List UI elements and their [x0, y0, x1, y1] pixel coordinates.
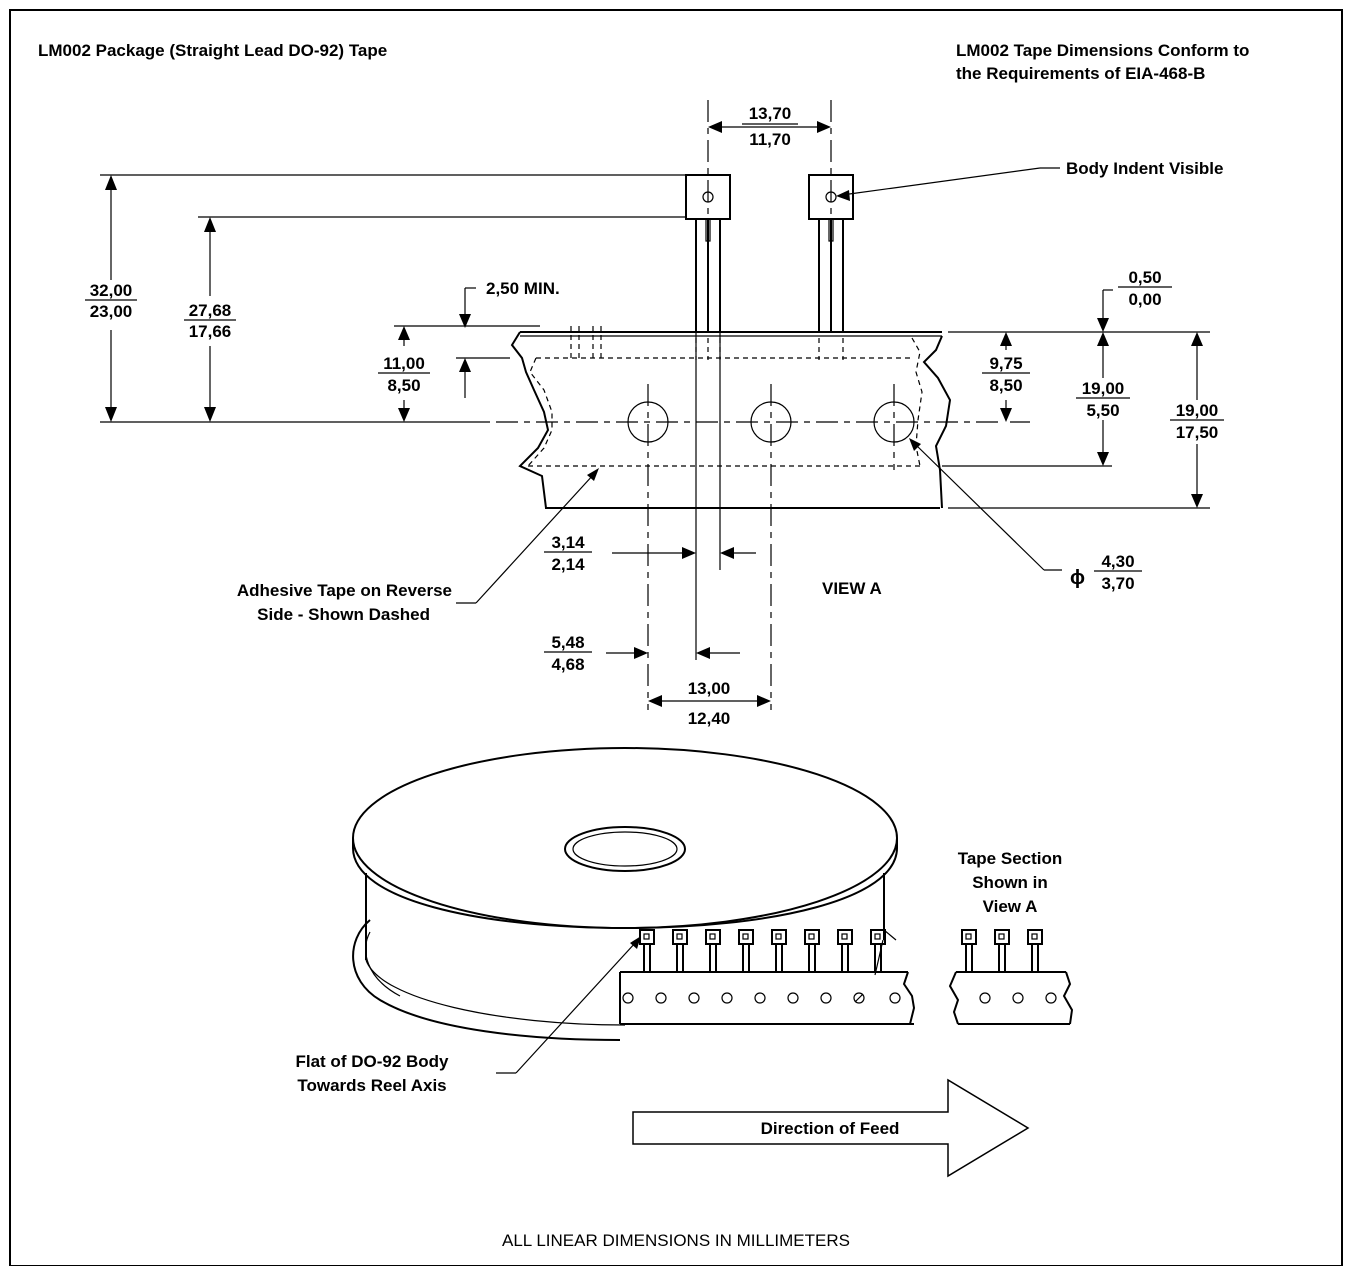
svg-text:Side - Shown Dashed: Side - Shown Dashed	[257, 605, 430, 624]
svg-text:2,50 MIN.: 2,50 MIN.	[486, 279, 560, 298]
callout-adhesive-tape: Adhesive Tape on Reverse Side - Shown Da…	[237, 468, 599, 624]
carrier-tape	[510, 331, 1210, 509]
svg-text:27,68: 27,68	[189, 301, 232, 320]
svg-text:8,50: 8,50	[387, 376, 420, 395]
callout-flat-body: Flat of DO-92 Body Towards Reel Axis	[295, 936, 641, 1095]
centerlines	[496, 100, 1000, 710]
tape-lead-stubs	[570, 326, 602, 358]
svg-text:0,00: 0,00	[1128, 290, 1161, 309]
svg-text:17,50: 17,50	[1176, 423, 1219, 442]
dim-tape-top-offset: 0,50 0,00	[1097, 268, 1172, 332]
svg-text:8,50: 8,50	[989, 376, 1022, 395]
svg-text:Body Indent Visible: Body Indent Visible	[1066, 159, 1223, 178]
callout-body-indent: Body Indent Visible	[836, 159, 1223, 201]
footer-note: ALL LINEAR DIMENSIONS IN MILLIMETERS	[502, 1231, 850, 1250]
view-a-label: VIEW A	[822, 579, 882, 598]
svg-text:2,14: 2,14	[551, 555, 585, 574]
svg-text:ϕ: ϕ	[1070, 567, 1085, 589]
svg-text:View A: View A	[983, 897, 1038, 916]
dim-lead-spacing: 3,14 2,14	[544, 533, 756, 574]
svg-text:5,48: 5,48	[551, 633, 584, 652]
svg-text:12,40: 12,40	[688, 709, 731, 728]
svg-text:11,70: 11,70	[749, 130, 791, 149]
svg-text:13,00: 13,00	[688, 679, 731, 698]
svg-text:5,50: 5,50	[1086, 401, 1119, 420]
dim-hole-from-top: 9,75 8,50	[982, 332, 1030, 422]
svg-text:3,70: 3,70	[1101, 574, 1134, 593]
tape-section-view-a: Tape Section Shown in View A	[948, 849, 1074, 1025]
svg-text:Tape Section: Tape Section	[958, 849, 1063, 868]
svg-text:19,00: 19,00	[1176, 401, 1219, 420]
svg-text:Flat of DO-92 Body: Flat of DO-92 Body	[295, 1052, 449, 1071]
svg-text:Adhesive Tape on Reverse: Adhesive Tape on Reverse	[237, 581, 452, 600]
svg-text:0,50: 0,50	[1128, 268, 1161, 287]
dim-tape-width: 19,00 17,50	[1170, 332, 1224, 508]
dim-adhesive-width: 19,00 5,50	[1076, 332, 1130, 466]
svg-text:4,30: 4,30	[1101, 552, 1134, 571]
svg-text:19,00: 19,00	[1082, 379, 1125, 398]
dim-overall-height: 32,00 23,00	[82, 175, 140, 422]
title-right-line-2: the Requirements of EIA-468-B	[956, 64, 1205, 83]
svg-text:23,00: 23,00	[90, 302, 133, 321]
dim-body-base-height: 27,68 17,66	[180, 217, 240, 422]
dim-hole-pitch: 13,00 12,40	[648, 679, 771, 728]
svg-text:32,00: 32,00	[90, 281, 133, 300]
dim-lead-pitch: 13,70 11,70	[708, 104, 831, 149]
tape-reel	[352, 747, 898, 1041]
title-right-line-1: LM002 Tape Dimensions Conform to	[956, 41, 1249, 60]
extension-lines	[100, 174, 1112, 660]
svg-text:4,68: 4,68	[551, 655, 584, 674]
svg-text:Towards Reel Axis: Towards Reel Axis	[297, 1076, 446, 1095]
svg-text:13,70: 13,70	[749, 104, 792, 123]
svg-text:Direction of Feed: Direction of Feed	[761, 1119, 900, 1138]
title-left: LM002 Package (Straight Lead DO-92) Tape	[38, 41, 387, 60]
drawing-frame	[9, 9, 1343, 1266]
svg-text:17,66: 17,66	[189, 322, 232, 341]
svg-text:11,00: 11,00	[383, 354, 425, 373]
feed-direction-arrow: Direction of Feed	[632, 1078, 1030, 1178]
svg-text:Shown in: Shown in	[972, 873, 1048, 892]
dim-hole-diameter: ϕ 4,30 3,70	[909, 438, 1142, 593]
dim-lead-to-hole: 11,00 8,50	[378, 326, 430, 422]
svg-text:3,14: 3,14	[551, 533, 585, 552]
reel-components	[639, 929, 886, 972]
dim-hole-offset: 5,48 4,68	[544, 633, 740, 674]
dim-lead-clearance: 2,50 MIN.	[459, 279, 560, 398]
reel-tape-strip	[619, 939, 916, 1025]
svg-text:9,75: 9,75	[989, 354, 1022, 373]
